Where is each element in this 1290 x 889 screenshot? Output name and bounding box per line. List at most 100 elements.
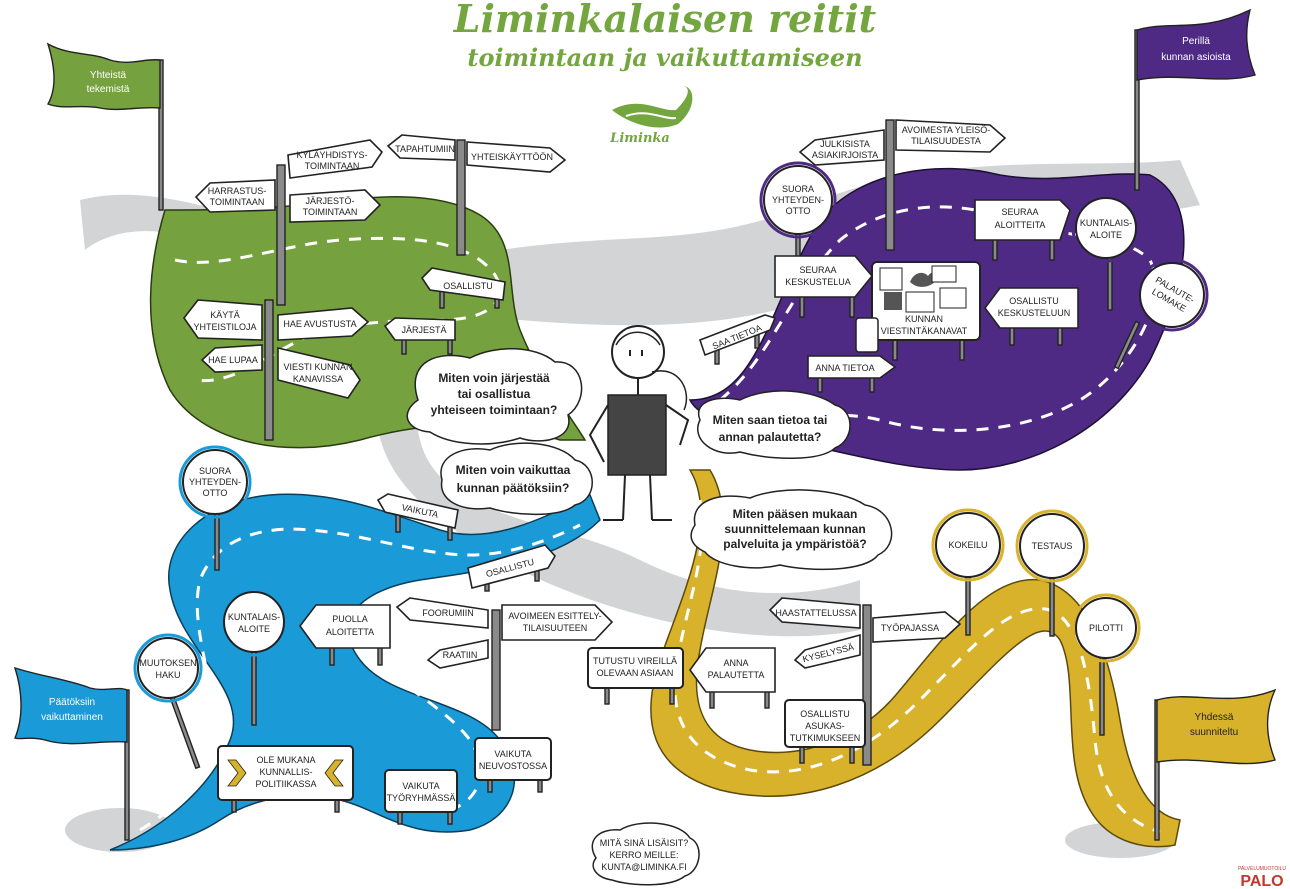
chevron-right-icon [324, 759, 344, 787]
bubble-yellow: Miten pääsen mukaan suunnittelemaan kunn… [690, 489, 893, 571]
sign-puolla-line2: ALOITETTA [326, 627, 374, 637]
bubble-blue-line1: Miten voin vaikuttaa [456, 463, 571, 477]
sign-testaus: TESTAUS [1032, 541, 1073, 551]
palo-brand: PALVELUMUOTOILU PALO [1238, 866, 1286, 889]
bubble-yellow-line1: Miten pääsen mukaan [733, 507, 858, 521]
bubble-purple-line2: annan palautetta? [719, 430, 822, 444]
sign-viesti-line2: KANAVISSA [293, 374, 343, 384]
flag-yellow: Yhdessä suunniteltu [1154, 688, 1277, 841]
sign-avoimesta-line1: AVOIMESTA YLEISÖ- [902, 125, 991, 135]
sign-ole-mukana-line2: KUNNALLIS- [259, 767, 312, 777]
flag-green-line1: Yhteistä [90, 70, 127, 81]
sign-asukastutkimukseen-line3: TUTKIMUKSEEN [790, 733, 861, 743]
purple-sign-palautelomake: PALAUTE- LOMAKE [1113, 258, 1209, 370]
bubble-blue-line2: kunnan päätöksiin? [457, 481, 570, 495]
yellow-sign-anna-palautetta: ANNA PALAUTETTA [689, 647, 776, 709]
flag-yellow-line2: suunniteltu [1190, 727, 1238, 738]
sign-kunnan-kanavat-line2: VIESTINTÄKANAVAT [881, 326, 968, 336]
sign-kunnan-kanavat-line1: KUNNAN [905, 314, 943, 324]
sign-ole-mukana-line1: OLE MUKANA [256, 755, 315, 765]
sign-neuvostossa-line2: NEUVOSTOSSA [479, 761, 547, 771]
green-signpost-3: KÄYTÄ YHTEISTILOJA HAE AVUSTUSTA HAE LUP… [183, 299, 370, 441]
bubble-blue: Miten voin vaikuttaa kunnan päätöksiin? [440, 442, 593, 516]
sign-kokeilu: KOKEILU [948, 540, 987, 550]
yellow-signpost: HAASTATTELUSSA TYÖPAJASSA KYSELYSSÄ [768, 597, 962, 766]
document-icon [905, 291, 935, 313]
footer-email[interactable]: KUNTA@LIMINKA.FI [601, 862, 686, 872]
sign-avoimeen-line2: TILAISUUTEEN [523, 623, 588, 633]
sign-jarjesto-line1: JÄRJESTÖ- [305, 196, 354, 206]
sign-neuvostossa-line1: VAIKUTA [494, 749, 531, 759]
bubble-green-line2: tai osallistua [458, 387, 531, 401]
sign-osallistu-keskusteluun-line1: OSALLISTU [1009, 296, 1059, 306]
sign-tutustu-line1: TUTUSTU VIREILLÄ [593, 656, 677, 666]
sign-tyopajassa: TYÖPAJASSA [881, 623, 939, 633]
phone-icon [855, 317, 879, 353]
sign-julkisista-line1: JULKISISTA [820, 139, 870, 149]
bubble-yellow-line3: palveluita ja ympäristöä? [723, 537, 866, 551]
sign-julkisista-line2: ASIAKIRJOISTA [812, 150, 878, 160]
sign-avoimeen-line1: AVOIMEEN ESITTELY- [508, 611, 601, 621]
sign-tyoryhmassa-line2: TYÖRYHMÄSSÄ [387, 793, 456, 803]
sign-kylayhdistys-line1: KYLÄYHDISTYS- [296, 150, 367, 160]
sign-seuraa-keskustelua-line1: SEURAA [799, 265, 836, 275]
sign-muutoksenhaku-line1: MUUTOKSEN [139, 658, 196, 668]
sign-jarjesto-line2: TOIMINTAAN [303, 207, 358, 217]
sign-suora-purple-line1: SUORA [782, 184, 814, 194]
sign-harrastus-line1: HARRASTUS- [208, 186, 267, 196]
person-figure [588, 325, 690, 521]
sign-tutustu-line2: OLEVAAN ASIAAN [597, 668, 674, 678]
yellow-sign-tutustu: TUTUSTU VIREILLÄ OLEVAAN ASIAAN [587, 647, 684, 705]
sign-seuraa-aloitteita-line1: SEURAA [1001, 207, 1038, 217]
sign-raatiin: RAATIIN [443, 650, 478, 660]
purple-signpost-1: JULKISISTA ASIAKIRJOISTA AVOIMESTA YLEIS… [798, 119, 1007, 251]
bubble-purple-line1: Miten saan tietoa tai [713, 413, 828, 427]
sign-hae-lupaa: HAE LUPAA [208, 355, 258, 365]
sign-anna-palautetta-line2: PALAUTETTA [708, 670, 765, 680]
yellow-sign-asukastutkimukseen: OSALLISTU ASUKAS- TUTKIMUKSEEN [784, 699, 866, 764]
yellow-sign-pilotti: PILOTTI [1071, 593, 1141, 736]
sign-anna-palautetta-line1: ANNA [723, 658, 748, 668]
purple-sign-kuntalaisaloite: KUNTALAIS- ALOITE [1071, 193, 1141, 311]
yellow-sign-kokeilu: KOKEILU [931, 508, 1005, 636]
footer-bubble: MITÄ SINÄ LISÄISIT? KERRO MEILLE: KUNTA@… [591, 822, 700, 886]
sign-osallistu-keskusteluun-line2: KESKUSTELUUN [998, 308, 1071, 318]
sign-haastattelussa: HAASTATTELUSSA [775, 608, 856, 618]
purple-sign-osallistu-keskusteluun: OSALLISTU KESKUSTELUUN [984, 287, 1079, 346]
flag-blue-line1: Päätöksiin [49, 697, 95, 708]
sign-kayta-line2: YHTEISTILOJA [193, 322, 256, 332]
sign-kuntalaisaloite-blue-line2: ALOITE [238, 624, 270, 634]
sign-suora-blue-line1: SUORA [199, 466, 231, 476]
green-sign-osallistu: OSALLISTU [420, 267, 506, 309]
liminka-logo: Liminka [609, 86, 693, 146]
blue-sign-neuvostossa: VAIKUTA NEUVOSTOSSA [474, 737, 552, 793]
sign-kuntalaisaloite-purple-line2: ALOITE [1090, 230, 1122, 240]
sign-tyoryhmassa-line1: VAIKUTA [402, 781, 439, 791]
chevron-left-icon [227, 759, 247, 787]
bubble-purple: Miten saan tietoa tai annan palautetta? [697, 390, 851, 460]
sign-kylayhdistys-line2: TOIMINTAAN [305, 161, 360, 171]
green-signpost-2: TAPAHTUMIIN YHTEISKÄYTTÖÖN [386, 134, 567, 256]
yellow-sign-testaus: TESTAUS [1015, 509, 1089, 637]
flag-purple-line2: kunnan asioista [1161, 52, 1231, 63]
sign-seuraa-aloitteita-line2: ALOITTEITA [995, 220, 1046, 230]
sign-muutoksenhaku-line2: HAKU [155, 670, 180, 680]
sign-asukastutkimukseen-line1: OSALLISTU [800, 709, 850, 719]
blue-sign-tyoryhmassa: VAIKUTA TYÖRYHMÄSSÄ [384, 769, 458, 825]
purple-sign-seuraa-aloitteita: SEURAA ALOITTEITA [974, 199, 1071, 261]
green-sign-jarjesta: JÄRJESTÄ [383, 317, 456, 355]
flag-green-line2: tekemistä [87, 84, 130, 95]
footer-line2: KERRO MEILLE: [609, 850, 678, 860]
sign-asukastutkimukseen-line2: ASUKAS- [805, 721, 845, 731]
flag-blue: Päätöksiin vaikuttaminen [13, 666, 130, 841]
purple-sign-anna-tietoa: ANNA TIETOA [807, 355, 897, 393]
flag-green: Yhteistä tekemistä [46, 42, 164, 211]
sign-kuntalaisaloite-blue-line1: KUNTALAIS- [228, 612, 280, 622]
sign-foorumiin: FOORUMIIN [422, 608, 474, 618]
sign-suora-blue-line2: YHTEYDEN- [189, 477, 241, 487]
sign-anna-tietoa: ANNA TIETOA [815, 363, 874, 373]
sign-tapahtumiin: TAPAHTUMIIN [395, 144, 455, 154]
bubble-green: Miten voin järjestää tai osallistua yhte… [406, 348, 583, 445]
bubble-green-line3: yhteiseen toimintaan? [431, 403, 558, 417]
